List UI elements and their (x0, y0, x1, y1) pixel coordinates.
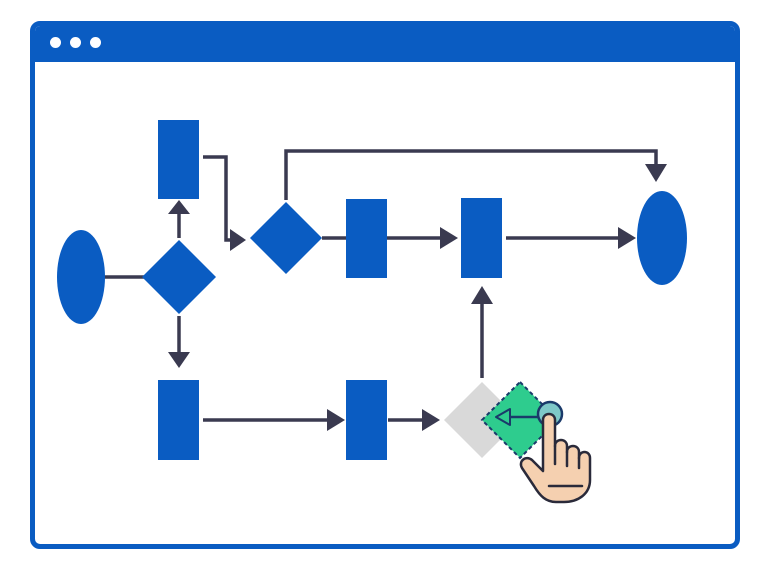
process-node-top[interactable] (158, 120, 199, 199)
edge-process-bottom-2-decision-ghost-head (422, 409, 440, 431)
edge-decision-1-process-top-head (168, 200, 190, 214)
edge-process-top-decision-2-head (230, 229, 246, 251)
decision-node-1[interactable] (142, 240, 216, 314)
edge-decision-ghost-process-mid-2-head (471, 286, 493, 304)
nodes (57, 120, 687, 460)
app-window (30, 21, 740, 549)
connectors (104, 149, 667, 431)
edge-decision-2-end-head (645, 164, 667, 182)
window-maximize-dot[interactable] (90, 37, 101, 48)
process-node-bottom-2[interactable] (346, 380, 387, 460)
process-node-mid-2[interactable] (461, 198, 502, 278)
edge-decision-1-process-bottom-1-head (168, 352, 190, 368)
edge-process-mid-2-end-head (618, 227, 636, 249)
edge-decision-2-end[interactable] (284, 149, 658, 200)
edge-process-top-decision-2[interactable] (203, 155, 236, 242)
edge-process-bottom-1-process-bottom-2-head (327, 409, 345, 431)
title-bar (35, 26, 735, 62)
process-node-bottom-1[interactable] (158, 380, 199, 460)
process-node-mid-1[interactable] (346, 199, 387, 278)
window-close-dot[interactable] (50, 37, 61, 48)
hand-pointer-icon (519, 412, 592, 504)
decision-node-dragging[interactable] (480, 380, 560, 460)
decision-node-2[interactable] (250, 202, 322, 274)
end-node[interactable] (637, 191, 687, 285)
window-minimize-dot[interactable] (70, 37, 81, 48)
start-node[interactable] (57, 230, 105, 324)
edge-process-mid-1-process-mid-2-head (440, 227, 458, 249)
